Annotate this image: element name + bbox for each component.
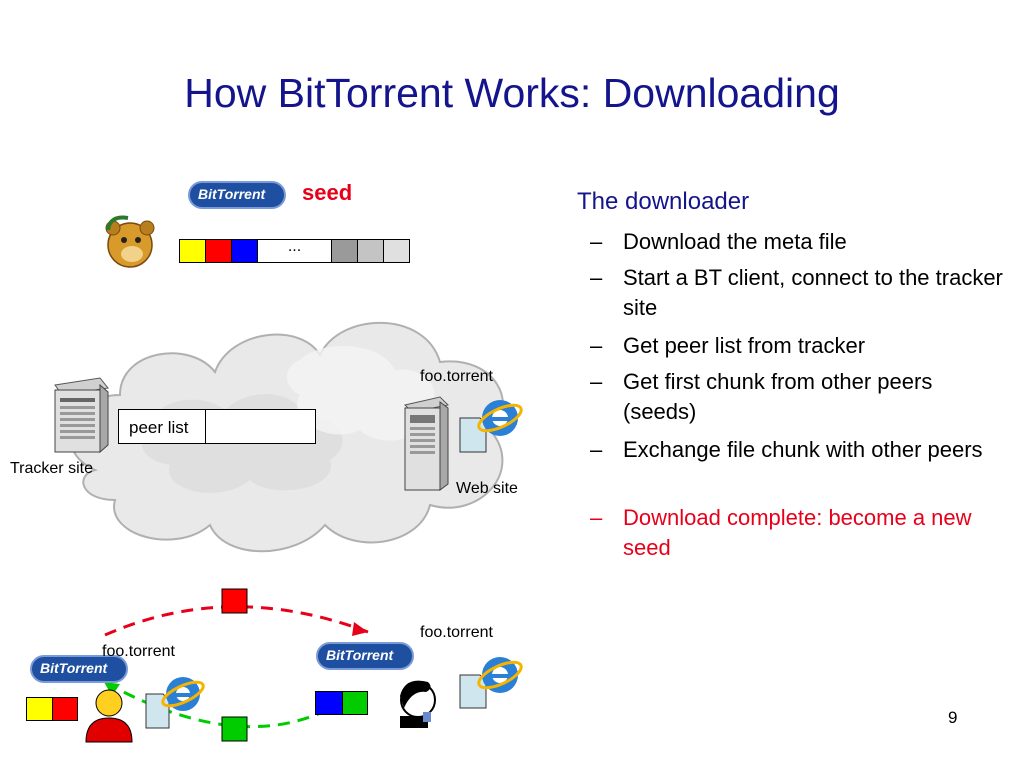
slide-title: How BitTorrent Works: Downloading: [184, 70, 840, 116]
chunk-ellipsis: ...: [257, 239, 332, 263]
bullet-dash: –: [590, 229, 603, 254]
logo-text-torrent: Torrent: [58, 660, 108, 676]
bullet-item: – Start a BT client, connect to the trac…: [590, 263, 1010, 323]
ie-browser-icon-peer2: [477, 657, 523, 693]
web-site-label: Web site: [456, 480, 518, 497]
bullet-item: – Exchange file chunk with other peers: [590, 435, 1010, 495]
peer-list-box: peer list: [118, 409, 316, 444]
bullet-item: – Get first chunk from other peers (seed…: [590, 367, 1010, 427]
peer1-chunk-bar: [26, 697, 78, 722]
ie-browser-icon-web: [477, 400, 523, 436]
torrent-file-icon-peer1: [145, 693, 170, 729]
red-chunk-in-transit: [221, 588, 248, 614]
web-server-icon: [404, 396, 450, 491]
logo-text-bit: Bit: [198, 186, 217, 202]
peer2-file-label: foo.torrent: [420, 624, 493, 641]
green-chunk-in-transit: [221, 716, 248, 742]
bullet-dash: –: [590, 369, 603, 394]
chunk-yellow: [179, 239, 206, 263]
tracker-site-label: Tracker site: [10, 460, 93, 477]
green-arrow-head-icon: [104, 682, 120, 696]
bullet-item: – Download the meta file: [590, 227, 1010, 257]
chunk-red: [205, 239, 232, 263]
logo-text-bit: Bit: [326, 647, 345, 663]
bittorrent-logo-peer1: BitTorrent: [30, 655, 128, 683]
chunk-blue: [315, 691, 343, 715]
bullet-dash: –: [590, 333, 603, 358]
bullet-item: – Get peer list from tracker: [590, 331, 1010, 361]
logo-text-torrent: Torrent: [344, 647, 394, 663]
bittorrent-logo-peer2: BitTorrent: [316, 642, 414, 670]
red-arrow-head-icon: [352, 622, 368, 636]
chunk-dark-gray: [331, 239, 358, 263]
peer1-red-person-icon: [85, 689, 133, 743]
chunk-gray: [357, 239, 384, 263]
chunk-green: [342, 691, 368, 715]
peer1-file-label: foo.torrent: [102, 643, 175, 660]
bullet-dash: –: [590, 437, 603, 462]
torrent-file-icon-peer2: [459, 674, 487, 709]
bullet-dash: –: [590, 265, 603, 290]
bullet-text: Start a BT client, connect to the tracke…: [623, 265, 1003, 320]
bullet-text: Get peer list from tracker: [623, 333, 866, 358]
page-number: 9: [948, 708, 958, 727]
bullet-text: Download the meta file: [623, 229, 847, 254]
logo-text-torrent: Torrent: [216, 186, 266, 202]
tracker-server-icon: [54, 377, 109, 454]
bullet-text: Download complete: become a new seed: [623, 505, 972, 560]
bullet-item-highlight: – Download complete: become a new seed: [590, 503, 1010, 563]
torrent-file-icon-web: [459, 417, 487, 453]
chunk-red: [52, 697, 78, 721]
chunk-light-gray: [383, 239, 410, 263]
chunk-blue: [231, 239, 258, 263]
bullets-heading: The downloader: [577, 188, 750, 215]
logo-text-bit: Bit: [40, 660, 59, 676]
bullet-dash: –: [590, 505, 603, 530]
peer-list-label: peer list: [129, 418, 189, 437]
chunk-yellow: [26, 697, 53, 721]
bittorrent-logo-seed: BitTorrent: [188, 181, 286, 209]
web-file-label: foo.torrent: [420, 368, 493, 385]
bullet-text: Exchange file chunk with other peers: [623, 437, 983, 462]
peer2-chunk-bar: [315, 691, 368, 716]
peer2-woman-icon: [400, 680, 436, 728]
seed-chunk-bar: ...: [179, 239, 410, 264]
bullet-text: Get first chunk from other peers (seeds): [623, 369, 933, 424]
seed-label: seed: [302, 180, 353, 205]
seed-bear-avatar-icon: [105, 215, 155, 268]
ie-browser-icon-peer1: [161, 677, 205, 711]
peer-list-divider: [205, 410, 206, 443]
